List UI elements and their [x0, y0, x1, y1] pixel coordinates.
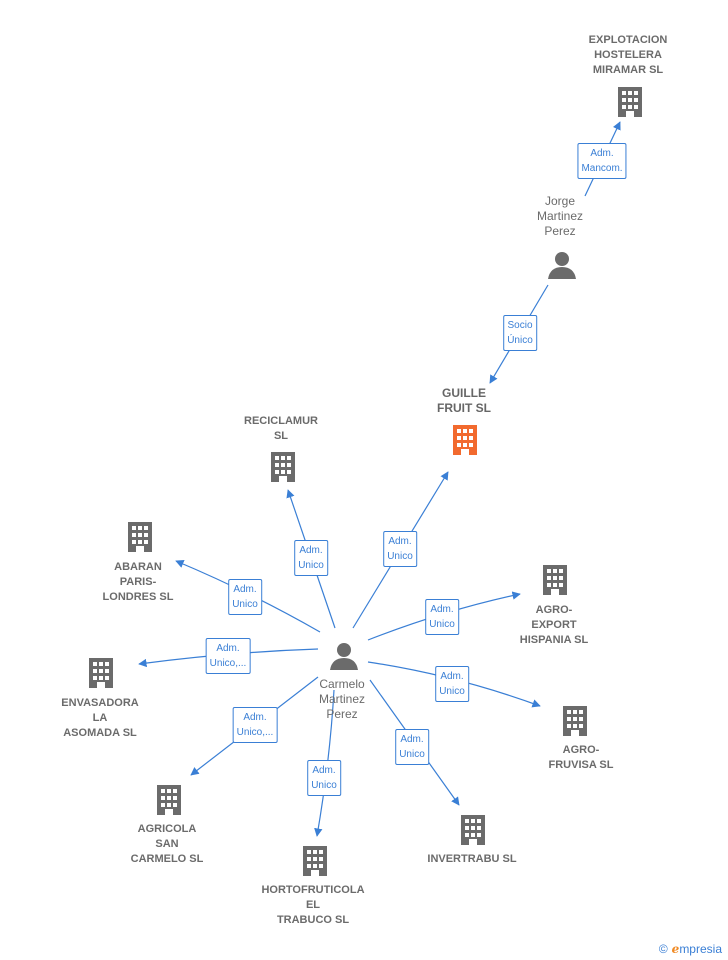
node-label-envasadora[interactable]: ENVASADORA LA ASOMADA SL [61, 697, 139, 739]
person-icon[interactable] [328, 640, 360, 672]
building-icon[interactable] [539, 563, 571, 597]
edge-label-socio-unico: Socio Único [503, 315, 537, 351]
node-label-abaran[interactable]: ABARAN PARIS- LONDRES SL [102, 561, 174, 603]
node-label-agrofruvisa[interactable]: AGRO- FRUVISA SL [548, 744, 614, 771]
node-label-hortofruticola[interactable]: HORTOFRUTICOLA EL TRABUCO SL [261, 884, 365, 926]
edge-label-adm-unico-more: Adm. Unico,... [232, 707, 278, 743]
node-label-invertrabu[interactable]: INVERTRABU SL [427, 853, 517, 865]
edge-label-adm-unico: Adm. Unico [307, 760, 341, 796]
node-label-explotacion[interactable]: EXPLOTACION HOSTELERA MIRAMAR SL [588, 34, 668, 76]
building-icon[interactable] [85, 656, 117, 690]
edge-label-adm-unico: Adm. Unico [228, 579, 262, 615]
edge-label-adm-unico: Adm. Unico [383, 531, 417, 567]
person-icon[interactable] [546, 249, 578, 281]
building-icon[interactable] [124, 520, 156, 554]
building-icon[interactable] [449, 423, 481, 457]
building-icon[interactable] [299, 844, 331, 878]
building-icon[interactable] [457, 813, 489, 847]
edge-label-adm-unico: Adm. Unico [435, 666, 469, 702]
edge-label-adm-unico-more: Adm. Unico,... [205, 638, 251, 674]
node-label-agroexport[interactable]: AGRO- EXPORT HISPANIA SL [519, 604, 589, 646]
brand-name: mpresia [679, 942, 722, 956]
edge-label-adm-unico: Adm. Unico [425, 599, 459, 635]
node-label-carmelo[interactable]: Carmelo Martinez Perez [318, 677, 366, 721]
node-label-jorge[interactable]: Jorge Martinez Perez [536, 194, 584, 238]
building-icon[interactable] [267, 450, 299, 484]
copyright-icon: © [658, 942, 668, 956]
building-icon[interactable] [153, 783, 185, 817]
brand-logo: ©empresia [659, 942, 722, 956]
node-label-reciclamur[interactable]: RECICLAMUR SL [244, 415, 318, 442]
building-icon [618, 87, 642, 117]
node-label-agricola[interactable]: AGRICOLA SAN CARMELO SL [130, 823, 204, 865]
edge-label-adm-unico: Adm. Unico [294, 540, 328, 576]
brand-initial: e [671, 942, 680, 956]
building-icon[interactable] [559, 704, 591, 738]
edge-label-adm-unico: Adm. Unico [395, 729, 429, 765]
edge-label-adm-mancom: Adm. Mancom. [577, 143, 627, 179]
node-label-guille[interactable]: GUILLE FRUIT SL [437, 386, 491, 415]
